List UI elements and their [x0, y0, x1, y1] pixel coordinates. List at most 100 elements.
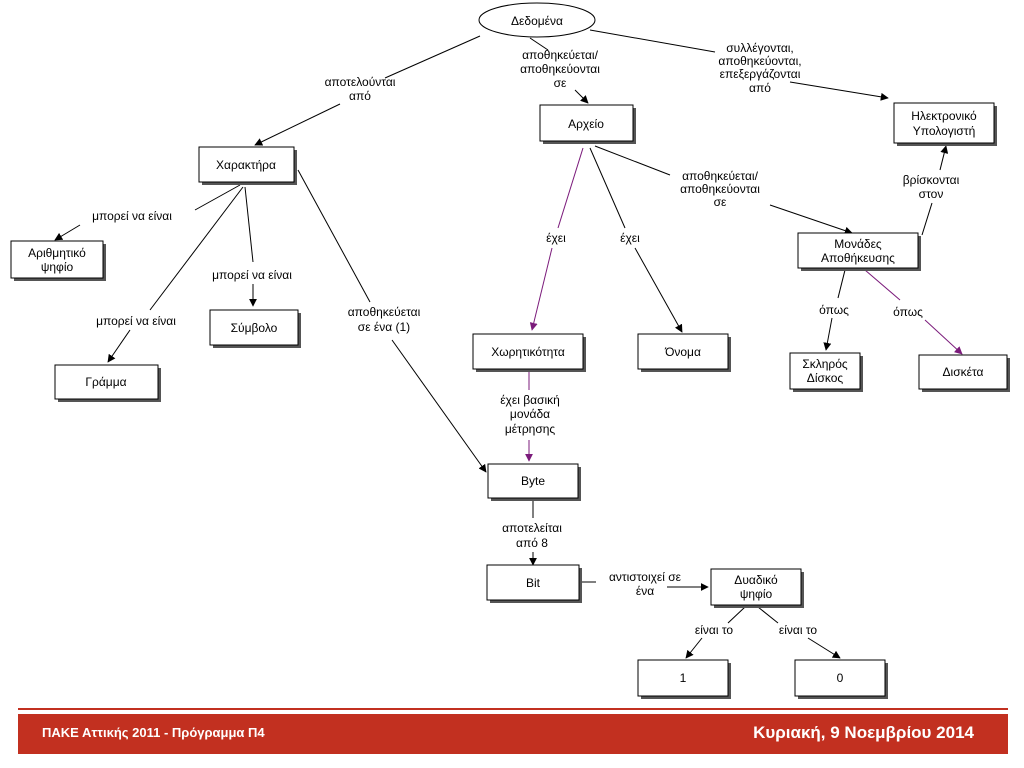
- node-xaraktira[interactable]: Χαρακτήρα: [198, 146, 297, 185]
- edge-label3-ilektroniko: [789, 81, 889, 101]
- node-ilektroniko-line1: Ηλεκτρονικό: [911, 109, 977, 123]
- edge-monades-label-vrisk: [921, 202, 933, 236]
- node-dedomena[interactable]: Δεδομένα: [478, 2, 596, 38]
- link-apothikeuetai-monades-2: αποθηκεύονται: [680, 182, 760, 196]
- edge-label-byte: [391, 339, 487, 473]
- link-apothikeuetai-arxeio-2: αποθηκεύονται: [520, 62, 600, 76]
- link-apoteleitai-1: αποτελείται: [502, 521, 562, 535]
- edge-xar-label-byte: [297, 169, 371, 303]
- node-ilektroniko-line2: Υπολογιστή: [913, 124, 976, 138]
- node-zero-label: 0: [837, 671, 844, 685]
- node-one-label: 1: [680, 671, 687, 685]
- node-byte[interactable]: Byte: [487, 463, 581, 501]
- edge-arxeio-label-xor: [557, 147, 584, 229]
- node-dedomena-label: Δεδομένα: [511, 14, 563, 28]
- link-apothikeuetai-ena-1: αποθηκεύεται: [348, 305, 421, 319]
- edges: [54, 29, 963, 659]
- link-mporei-gramma: μπορεί να είναι: [96, 314, 176, 328]
- node-bit-label: Bit: [526, 576, 541, 590]
- link-exei-xoritikotita: έχει: [546, 231, 566, 245]
- node-arithmitiko[interactable]: Αριθμητικό ψηφίο: [10, 240, 106, 281]
- link-apoteleitai-2: από 8: [516, 536, 548, 550]
- node-symvolo[interactable]: Σύμβολο: [209, 309, 301, 348]
- node-sklipos-line1: Σκληρός: [802, 357, 848, 371]
- edge-label-xoritikotita: [529, 247, 553, 331]
- node-zero[interactable]: 0: [794, 659, 888, 699]
- footer-bar: ΠΑΚΕ Αττικής 2011 - Πρόγραμμα Π4 Κυριακή…: [18, 714, 1008, 754]
- node-disketa-label: Δισκέτα: [943, 365, 984, 379]
- link-syllegontai-3: επεξεργάζονται: [720, 67, 801, 81]
- concept-map: Δεδομένα Χαρακτήρα Αρχείο Ηλεκτρονικό Υπ…: [10, 2, 1010, 699]
- link-apothikeuetai-arxeio-3: σε: [554, 76, 567, 90]
- nodes: Δεδομένα Χαρακτήρα Αρχείο Ηλεκτρονικό Υπ…: [10, 2, 1010, 699]
- node-onoma-label: Όνομα: [664, 345, 701, 359]
- edge-dyad-label-0: [757, 606, 779, 624]
- edge-label-sklipos: [823, 317, 833, 351]
- edge-dedomena-label1: [384, 35, 481, 79]
- edge-dyad-label-1: [727, 606, 746, 624]
- node-xaraktira-label: Χαρακτήρα: [216, 158, 276, 172]
- node-xoritikotita[interactable]: Χωρητικότητα: [472, 333, 586, 372]
- node-monades-line1: Μονάδες: [834, 237, 882, 251]
- node-dyadiko[interactable]: Δυαδικό ψηφίο: [710, 568, 804, 608]
- node-monades[interactable]: Μονάδες Αποθήκευσης: [797, 232, 921, 271]
- link-mporei-symvolo: μπορεί να είναι: [212, 268, 292, 282]
- link-vriskontai-2: στον: [919, 187, 944, 201]
- link-exei-vasiki-3: μέτρησης: [505, 422, 556, 436]
- link-syllegontai-4: από: [749, 81, 771, 95]
- node-arithmitiko-line1: Αριθμητικό: [28, 246, 86, 260]
- node-sklipos-line2: Δίσκος: [807, 371, 844, 385]
- node-bit[interactable]: Bit: [486, 564, 582, 603]
- node-dyadiko-line2: ψηφίο: [740, 587, 773, 601]
- node-one[interactable]: 1: [637, 659, 731, 699]
- node-byte-label: Byte: [521, 474, 545, 488]
- node-arxeio-label: Αρχείο: [568, 117, 604, 131]
- edge-label-0: [807, 637, 841, 659]
- node-monades-line2: Αποθήκευσης: [821, 251, 895, 265]
- node-arxeio[interactable]: Αρχείο: [539, 104, 636, 144]
- link-apothikeuetai-arxeio-1: αποθηκεύεται/: [522, 48, 599, 62]
- link-apothikeuetai-monades-3: σε: [714, 195, 727, 209]
- node-onoma[interactable]: Όνομα: [637, 333, 731, 372]
- node-xoritikotita-label: Χωρητικότητα: [491, 345, 565, 359]
- link-antistoixei-2: ένα: [636, 584, 654, 598]
- node-disketa[interactable]: Δισκέτα: [918, 354, 1010, 392]
- edge-label-gramma: [107, 329, 131, 363]
- node-gramma-label: Γράμμα: [85, 375, 126, 389]
- link-opos-disketa: όπως: [893, 305, 923, 319]
- edge-apoteloyntai-xaraktira: [254, 103, 341, 146]
- edge-arxeio-label-onoma: [589, 147, 626, 229]
- footer-rule: [18, 708, 1008, 710]
- link-syllegontai-2: αποθηκεύονται,: [718, 54, 801, 68]
- link-vriskontai-1: βρίσκονται: [903, 173, 960, 187]
- edge-xar-label-symv: [244, 186, 254, 263]
- link-opos-sklipos: όπως: [819, 303, 849, 317]
- node-sklipos[interactable]: Σκληρός Δίσκος: [789, 352, 863, 392]
- edge-label-onoma: [634, 247, 683, 333]
- edge-dedomena-label2: [529, 37, 549, 51]
- edge-arxeio-label-monades: [594, 145, 671, 176]
- link-labels: αποτελούνται από αποθηκεύεται/ αποθηκεύο…: [92, 41, 959, 637]
- link-einai-to-0: είναι το: [779, 623, 818, 637]
- link-apothikeuetai-monades-1: αποθηκεύεται/: [682, 169, 759, 183]
- edge-monades-label-disk: [864, 269, 901, 301]
- edge-label-1: [685, 637, 703, 659]
- edge-label-arithmitiko: [54, 224, 81, 241]
- link-exei-vasiki-1: έχει βασική: [500, 393, 560, 407]
- node-gramma[interactable]: Γράμμα: [54, 364, 161, 402]
- link-einai-to-1: είναι το: [695, 623, 734, 637]
- node-ilektroniko[interactable]: Ηλεκτρονικό Υπολογιστή: [893, 102, 997, 146]
- link-antistoixei-1: αντιστοιχεί σε: [609, 570, 682, 584]
- link-apoteloyntai-1: αποτελούνται: [325, 75, 396, 89]
- edge-label2-arxeio: [574, 89, 589, 104]
- link-exei-vasiki-2: μονάδα: [510, 407, 550, 421]
- footer-left-text: ΠΑΚΕ Αττικής 2011 - Πρόγραμμα Π4: [42, 725, 265, 740]
- edge-xar-label-gramma: [149, 186, 244, 311]
- edge-label-ilektroniko: [939, 145, 949, 171]
- node-symvolo-label: Σύμβολο: [231, 321, 278, 335]
- node-arithmitiko-line2: ψηφίο: [41, 260, 74, 274]
- link-syllegontai-1: συλλέγονται,: [726, 41, 794, 55]
- edge-xar-label-arith: [194, 184, 241, 211]
- link-apothikeuetai-ena-2: σε ένα (1): [358, 320, 410, 334]
- edge-dedomena-label3: [589, 29, 716, 53]
